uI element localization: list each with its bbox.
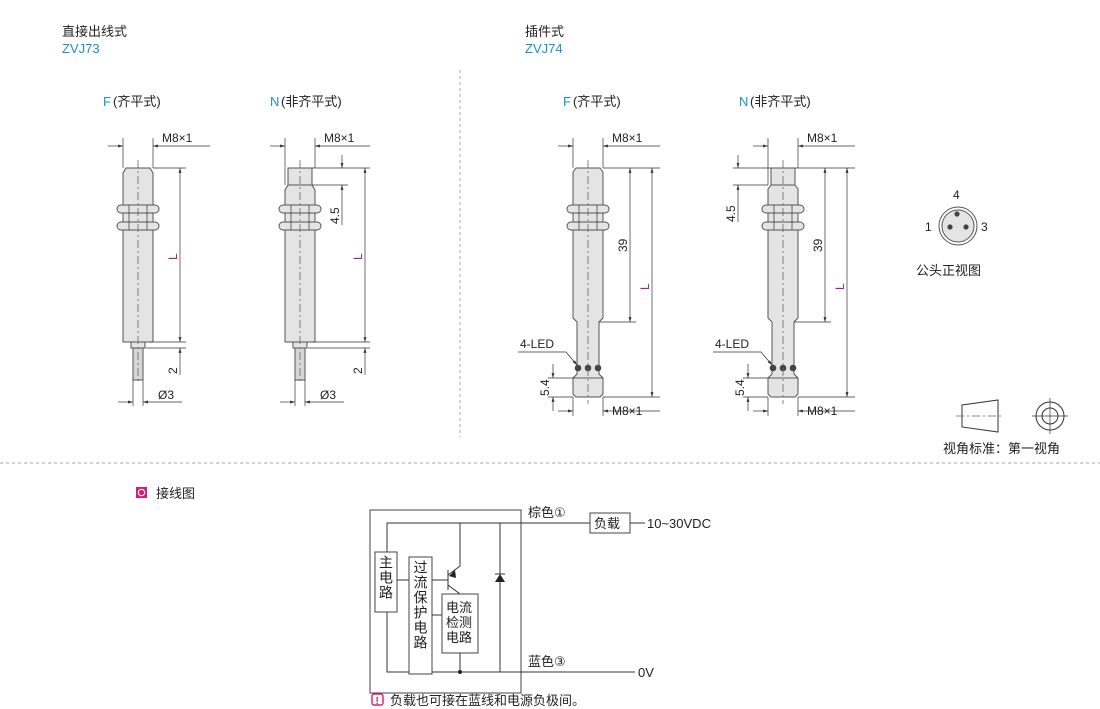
- pin-label-3: 3: [981, 220, 988, 234]
- wiring-diagram: 负载 10~30VDC 棕色① 0V 蓝色③ 主电路 过流保护电路 电流 检测 …: [369, 505, 711, 694]
- blue-wire-label: 蓝色③: [528, 654, 566, 669]
- warning-icon: [371, 693, 384, 706]
- first-angle-projection-icon: 视角标准：第一视角: [943, 398, 1068, 456]
- dimensions-zvj74-f: M8×1 39 L 5.4 M8×1 4-LED: [518, 131, 660, 418]
- variant-label-f-74: F (齐平式): [563, 94, 621, 109]
- variant-code: N: [270, 94, 279, 109]
- supply-label: 10~30VDC: [647, 516, 711, 531]
- length-label: L: [351, 253, 365, 260]
- brown-wire-label: 棕色①: [528, 505, 566, 520]
- thread-label-bottom: M8×1: [612, 404, 643, 418]
- detect-label-2: 检测: [446, 615, 472, 630]
- detect-label-1: 电流: [446, 600, 472, 615]
- model-zvj74: ZVJ74: [525, 41, 563, 56]
- variant-label: (非齐平式): [281, 94, 342, 109]
- cable-gap-label: 2: [351, 367, 365, 374]
- led-indicator: [594, 364, 602, 372]
- cable-gap-label: 2: [166, 367, 180, 374]
- led-indicator: [769, 364, 777, 372]
- cap-label: 4.5: [724, 205, 738, 222]
- section-title-zvj74: 插件式: [525, 24, 564, 39]
- svg-text:!: !: [376, 696, 379, 707]
- led-label: 4-LED: [520, 337, 554, 351]
- thread-label: M8×1: [324, 131, 355, 145]
- thread-label: M8×1: [807, 131, 838, 145]
- pin-1: [947, 224, 953, 230]
- zero-volt-label: 0V: [638, 665, 654, 680]
- variant-code: F: [103, 94, 111, 109]
- thread-label-bottom: M8×1: [807, 404, 838, 418]
- variant-code: F: [563, 94, 571, 109]
- section-bullet-icon: [136, 487, 147, 498]
- body-length-label: 39: [811, 238, 825, 252]
- variant-label-n-73: N (非齐平式): [270, 94, 342, 109]
- connector-caption: 公头正视图: [916, 263, 981, 278]
- thread-label: M8×1: [612, 131, 643, 145]
- wiring-title: 接线图: [156, 486, 195, 501]
- detect-label-3: 电路: [446, 630, 472, 645]
- variant-code: N: [739, 94, 748, 109]
- length-label: L: [638, 283, 652, 290]
- cable-dia-label: Ø3: [320, 388, 336, 402]
- wiring-note: ! 负载也可接在蓝线和电源负极间。: [371, 693, 585, 708]
- sensor-zvj73-f: [116, 160, 160, 383]
- diode-icon: [495, 523, 505, 672]
- length-label: L: [833, 283, 847, 290]
- connector-front-view: 1 3 4 公头正视图: [916, 188, 988, 278]
- wiring-section-heading: 接线图: [136, 486, 195, 501]
- main-circuit-box: [374, 551, 398, 613]
- cap-label: 4.5: [328, 207, 342, 224]
- variant-label: (齐平式): [113, 94, 161, 109]
- connector-length-label: 5.4: [733, 379, 747, 396]
- current-detect-box: [441, 593, 479, 654]
- pin-3: [963, 224, 969, 230]
- main-circuit-label: 主电路: [378, 555, 394, 600]
- pin-4: [954, 211, 960, 217]
- protection-circuit-label: 过流保护电路: [413, 560, 429, 650]
- section-title-zvj73: 直接出线式: [62, 24, 127, 39]
- wiring-note-text: 负载也可接在蓝线和电源负极间。: [390, 693, 585, 708]
- led-indicator: [574, 364, 582, 372]
- variant-label-n-74: N (非齐平式): [739, 94, 811, 109]
- variant-label: (齐平式): [573, 94, 621, 109]
- sensor-zvj74-n: [761, 160, 805, 404]
- dimensions-zvj74-n: M8×1 4.5 39 L 5.4 M8×1 4-LED: [713, 131, 855, 418]
- connector-length-label: 5.4: [538, 379, 552, 396]
- pin-label-1: 1: [925, 220, 932, 234]
- projection-caption: 视角标准：第一视角: [943, 441, 1060, 456]
- dimensions-zvj73-n: M8×1 4.5 L 2 Ø3: [270, 131, 370, 406]
- variant-label-f-73: F (齐平式): [103, 94, 161, 109]
- cable-dia-label: Ø3: [158, 388, 174, 402]
- transistor-icon: [432, 523, 461, 595]
- model-zvj73: ZVJ73: [62, 41, 100, 56]
- led-indicator: [789, 364, 797, 372]
- load-label: 负载: [594, 516, 620, 531]
- pin-label-4: 4: [953, 188, 960, 202]
- sensor-zvj73-n: [278, 160, 322, 383]
- variant-label: (非齐平式): [750, 94, 811, 109]
- thread-label: M8×1: [162, 131, 193, 145]
- length-label: L: [166, 253, 180, 260]
- sensor-zvj74-f: [566, 160, 610, 404]
- dimensions-zvj73-f: M8×1 L 2 Ø3: [108, 131, 210, 406]
- led-label: 4-LED: [715, 337, 749, 351]
- body-length-label: 39: [616, 238, 630, 252]
